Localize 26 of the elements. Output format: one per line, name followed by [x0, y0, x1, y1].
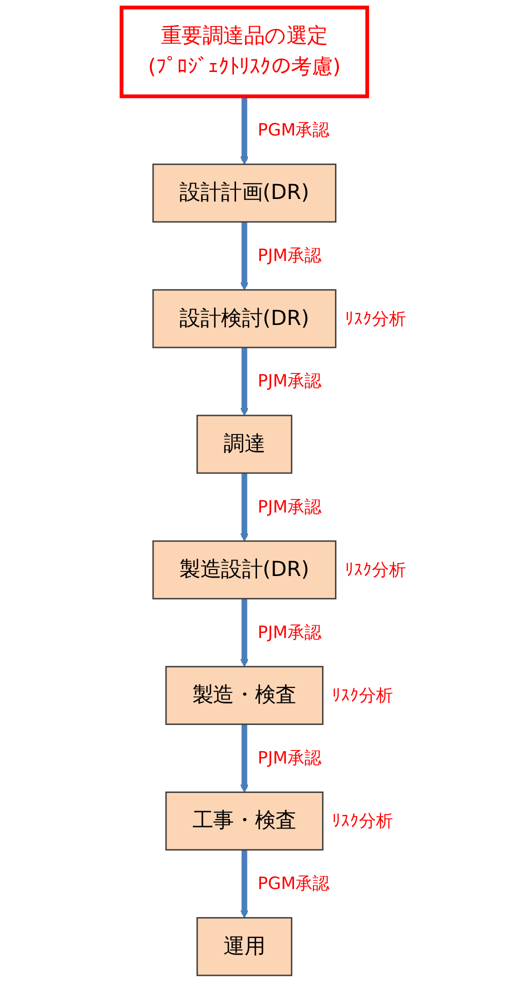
side-note: ﾘｽｸ分析: [345, 309, 406, 330]
process-box: 重要調達品の選定 (ﾌﾟﾛｼﾞｪｸﾄﾘｽｸの考慮): [120, 6, 370, 98]
arrow: [240, 96, 249, 165]
side-note: ﾘｽｸ分析: [345, 560, 406, 581]
arrow: [240, 850, 249, 918]
side-note: ﾘｽｸ分析: [332, 812, 394, 832]
edge-label: PGM承認: [258, 120, 330, 140]
arrow: [240, 724, 249, 793]
process-box: 工事・検査: [165, 792, 324, 851]
edge-label: PJM承認: [258, 748, 322, 768]
edge-label: PJM承認: [258, 372, 322, 392]
process-box: 設計検討(DR): [152, 289, 336, 348]
process-box: 設計計画(DR): [152, 164, 336, 223]
arrow: [240, 222, 249, 290]
arrow: [240, 473, 249, 542]
process-box: 運用: [196, 917, 292, 976]
process-box: 調達: [196, 414, 292, 474]
edge-label: PGM承認: [258, 874, 330, 894]
edge-label: PJM承認: [258, 246, 322, 266]
arrow: [240, 598, 249, 668]
side-note: ﾘｽｸ分析: [332, 686, 394, 706]
edge-label: PJM承認: [258, 622, 322, 643]
edge-label: PJM承認: [258, 497, 322, 517]
arrow: [240, 347, 249, 416]
process-box: 製造設計(DR): [152, 540, 336, 600]
process-box: 製造・検査: [165, 666, 324, 725]
